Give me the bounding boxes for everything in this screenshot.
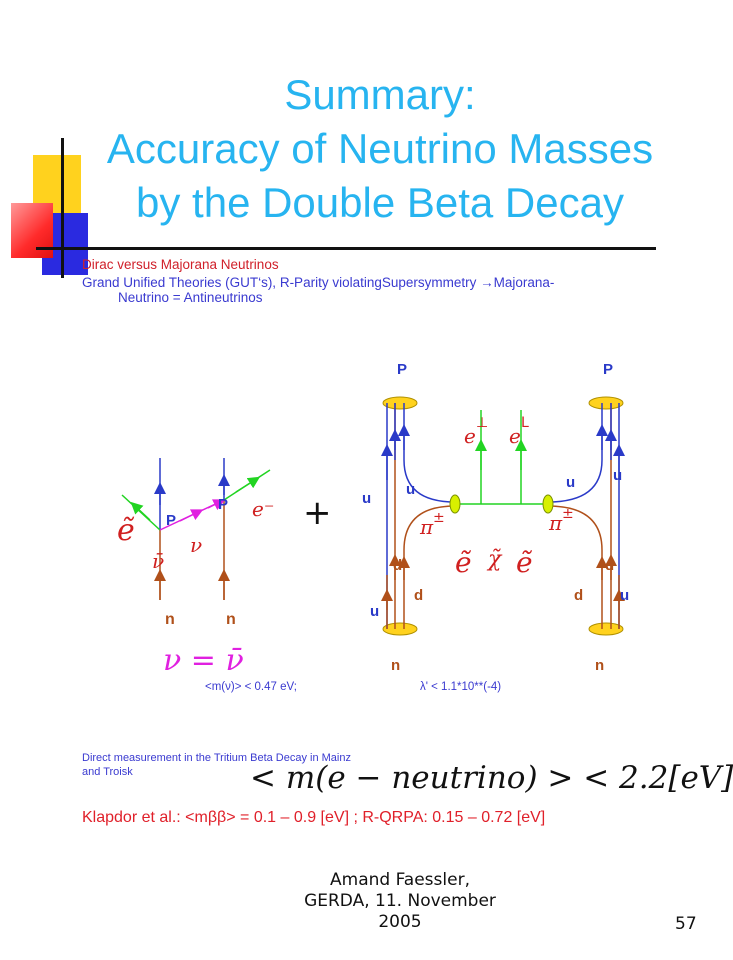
bullet-gut: Grand Unified Theories (GUT‘s), R-Parity… xyxy=(82,275,682,305)
bullet-gut-line-1: Grand Unified Theories (GUT‘s), R-Parity… xyxy=(82,275,555,290)
quark-d-1: d xyxy=(393,557,402,574)
klapdor-values: <mββ> = 0.1 – 0.9 [eV] ; R-QRPA: 0.15 – … xyxy=(185,809,546,826)
page-title: Summary: Accuracy of Neutrino Masses by … xyxy=(60,68,700,230)
pi-right: π xyxy=(548,511,563,535)
chi-tilde: χ̃ xyxy=(486,547,503,572)
klapdor-result: Klapdor et al.: <mββ> = 0.1 – 0.9 [eV] ;… xyxy=(82,809,545,827)
quark-u-6: u xyxy=(620,587,629,604)
deco-vertical-line xyxy=(61,138,64,278)
right-label-n-right: n xyxy=(595,657,604,674)
e-L-left-sub: ⊥ xyxy=(476,415,488,431)
quark-d-4: d xyxy=(574,587,583,604)
bullet-gut-line-2: Neutrino = Antineutrinos xyxy=(118,290,263,305)
right-label-n-left: n xyxy=(391,657,400,674)
plus-sign: + xyxy=(303,493,332,533)
nu-equals-antinu: ν = ν̄ xyxy=(163,643,244,678)
left-diagram xyxy=(121,458,271,600)
tritium-mass-limit-formula: < m(e − neutrino) > < 2.2[eV] xyxy=(250,760,733,796)
left-label-n2: n xyxy=(226,611,236,628)
e-tilde-right: ẽ xyxy=(516,546,533,579)
quark-u-5: u xyxy=(370,603,379,620)
e-L-right: e xyxy=(509,424,521,448)
left-nu-bar: ν̄ xyxy=(152,549,164,573)
feynman-diagrams: P P n n e⁻ ẽ ν ν̄ ν = ν̄ <m(ν)> < 0.47 e… xyxy=(117,361,629,693)
left-mass-limit: <m(ν)> < 0.47 eV; xyxy=(205,681,297,693)
right-diagram xyxy=(381,396,625,636)
deco-horizontal-line xyxy=(36,247,656,250)
direct-measurement-line-2: and Troisk xyxy=(82,766,133,778)
title-line-2: Accuracy of Neutrino Masses xyxy=(106,125,654,172)
klapdor-name: Klapdor et al.: xyxy=(82,809,186,826)
direct-measurement-note: Direct measurement in the Tritium Beta D… xyxy=(82,751,351,779)
footer-line-2: GERDA, 11. November xyxy=(304,891,496,911)
footer-line-3: 2005 xyxy=(378,912,422,932)
right-label-P-right: P xyxy=(603,361,613,378)
pi-left-charge: ± xyxy=(433,510,445,526)
quark-u-3: u xyxy=(566,474,575,491)
quark-u-4: u xyxy=(613,467,622,484)
title-line-1: Summary: xyxy=(284,71,476,118)
left-nu: ν xyxy=(190,533,202,557)
page-number: 57 xyxy=(675,914,697,934)
left-e-tilde: ẽ xyxy=(117,513,135,548)
left-label-p2: P xyxy=(218,496,228,513)
bullet-dirac-majorana: Dirac versus Majorana Neutrinos xyxy=(82,257,279,272)
left-e-minus: e⁻ xyxy=(252,497,274,521)
pi-left: π xyxy=(419,515,434,539)
quark-d-2: d xyxy=(414,587,423,604)
pi-right-charge: ± xyxy=(562,506,574,522)
e-L-right-sub: L xyxy=(521,415,529,431)
right-label-P-left: P xyxy=(397,361,407,378)
title-line-3: by the Double Beta Decay xyxy=(136,179,624,226)
footer-line-1: Amand Faessler, xyxy=(330,870,470,890)
direct-measurement-line-1: Direct measurement in the Tritium Beta D… xyxy=(82,752,351,764)
quark-d-3: d xyxy=(605,557,614,574)
footer-author: Amand Faessler, GERDA, 11. November 2005 xyxy=(270,870,530,933)
left-label-p1: P xyxy=(166,512,176,529)
quark-u-2: u xyxy=(406,481,415,498)
quark-u-1: u xyxy=(362,490,371,507)
right-lambda-limit: λ' < 1.1*10**(-4) xyxy=(420,681,501,693)
e-tilde-left: ẽ xyxy=(455,546,472,579)
left-label-n1: n xyxy=(165,611,175,628)
e-L-left: e xyxy=(464,424,476,448)
